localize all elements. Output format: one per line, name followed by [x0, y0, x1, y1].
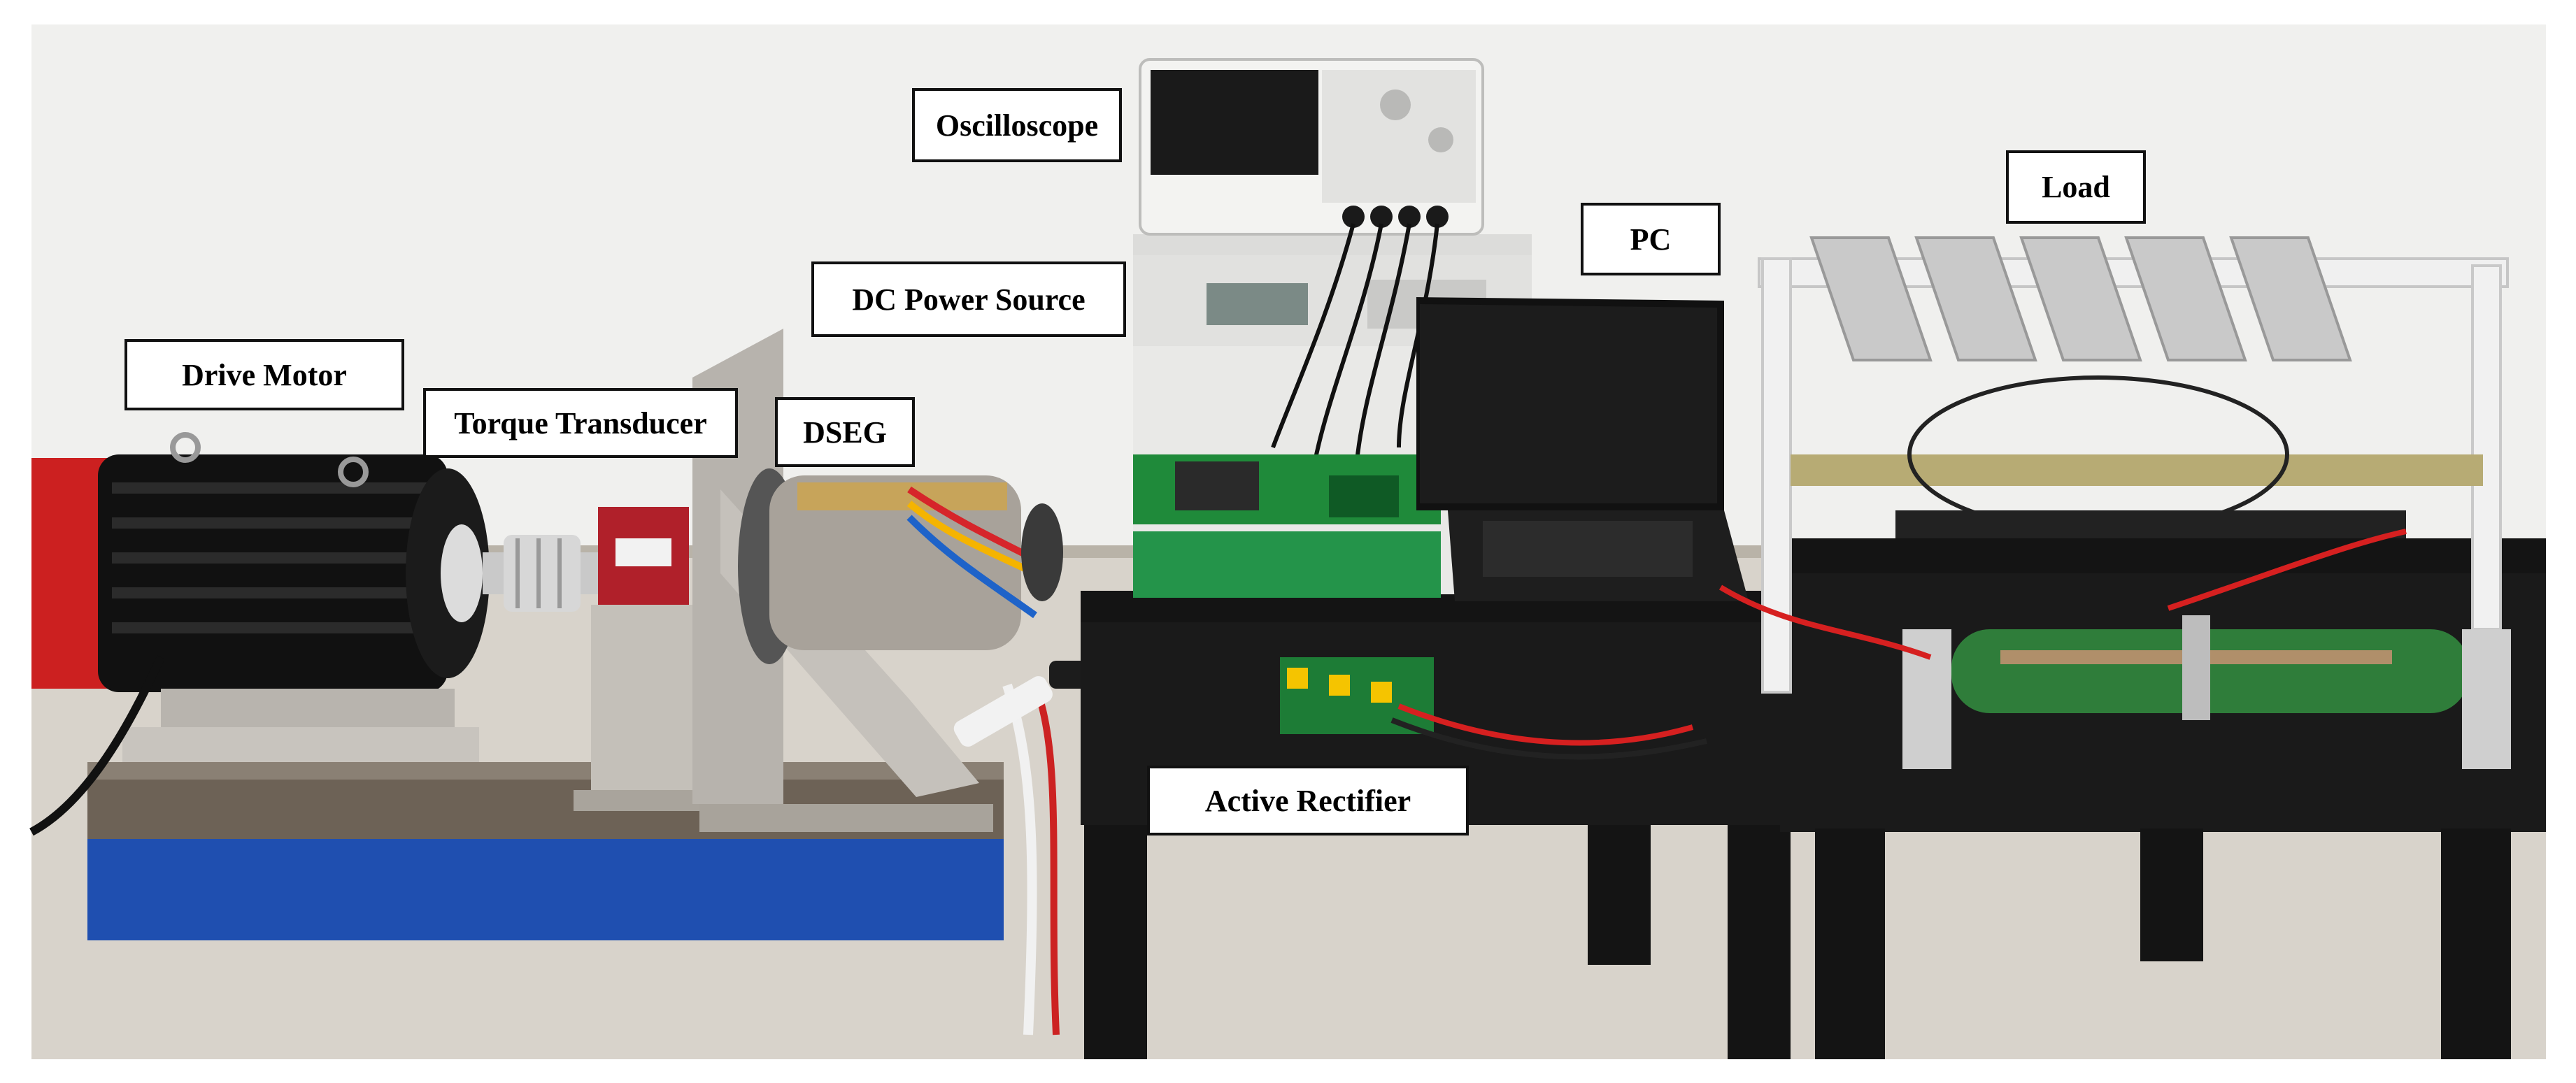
label-drive-motor: Drive Motor: [124, 339, 404, 410]
probe-cable: [1271, 223, 1355, 449]
label-torque-transducer: Torque Transducer: [423, 388, 738, 458]
motor-mount: [161, 689, 455, 731]
cable-bundle: [1032, 684, 1060, 1035]
oscilloscope-knob: [1380, 89, 1411, 120]
load-rack-post: [1761, 257, 1792, 694]
load-cable-red: [2167, 529, 2407, 611]
dc-power-source-top: [1133, 234, 1532, 255]
right-table-top: [1780, 538, 2546, 573]
resistor-tap-clamp: [2182, 615, 2210, 720]
laptop-screen-glass: [1420, 304, 1717, 503]
dseg-rear-cap: [1021, 503, 1063, 601]
dc-power-source-display: [1207, 283, 1308, 325]
resistor-bracket: [2462, 629, 2511, 769]
transducer-stand: [591, 605, 696, 808]
drive-motor-fin: [112, 517, 434, 529]
lifting-eye: [338, 457, 369, 487]
drive-motor-shaft-face: [441, 524, 483, 622]
connector-yellow: [1287, 668, 1308, 689]
oscilloscope-bnc: [1398, 206, 1421, 228]
cable-bundle: [1002, 683, 1037, 1035]
lifting-eye: [170, 432, 201, 463]
right-table-leg: [1815, 829, 1885, 1059]
oscilloscope-knob: [1428, 127, 1453, 152]
label-dseg: DSEG: [775, 397, 915, 467]
load-cable-red: [1718, 584, 1932, 660]
power-cable-black: [1390, 717, 1707, 760]
label-pc: PC: [1581, 203, 1721, 275]
right-table-leg: [2140, 829, 2203, 961]
load-resistor-bar: [2124, 236, 2247, 361]
load-resistor-bar: [2019, 236, 2142, 361]
right-table-leg: [2441, 829, 2511, 1059]
oscilloscope-bnc: [1342, 206, 1365, 228]
oscilloscope-bnc: [1426, 206, 1449, 228]
table-leg: [1728, 825, 1791, 1059]
connector-yellow: [1371, 682, 1392, 703]
oscilloscope-bnc: [1370, 206, 1393, 228]
control-board-chip: [1175, 461, 1259, 510]
oscilloscope-screen: [1151, 70, 1318, 175]
fan-base: [1895, 510, 2406, 538]
motor-mount-foot: [122, 727, 479, 762]
load-rack-rail: [1791, 454, 2483, 486]
dseg-wire: [907, 486, 1037, 563]
connector-yellow: [1329, 675, 1350, 696]
power-cable-red: [1397, 703, 1694, 746]
probe-handle: [953, 676, 1053, 747]
label-load: Load: [2006, 150, 2146, 224]
load-rack-post: [2471, 264, 2502, 631]
load-resistor-bar: [2229, 236, 2352, 361]
table-leg: [1084, 825, 1147, 1059]
drive-motor-fin: [112, 587, 434, 598]
base-plate-edge: [87, 762, 1004, 780]
probe-cable: [1313, 223, 1383, 462]
load-resistors: [1809, 236, 2352, 361]
probe-cable: [1397, 223, 1439, 448]
drive-motor-fin: [112, 482, 434, 494]
table-leg: [1588, 825, 1651, 965]
coupling: [504, 535, 581, 612]
load-resistor-bar: [1914, 236, 2037, 361]
rectifier-board-middle: [1133, 531, 1441, 598]
label-dc-power-source: DC Power Source: [811, 261, 1126, 337]
load-resistor-bar: [1809, 236, 1933, 361]
drive-motor-fin: [112, 552, 434, 564]
laptop-keyboard: [1483, 521, 1693, 577]
blue-base-platform: [87, 835, 1004, 940]
motor-cable: [29, 655, 165, 836]
probe-cable: [1355, 223, 1411, 462]
control-board-module: [1329, 475, 1399, 517]
label-active-rectifier: Active Rectifier: [1147, 766, 1469, 835]
torque-transducer-label: [615, 538, 671, 566]
dseg-base: [699, 804, 993, 832]
transducer-stand-foot: [574, 790, 713, 811]
dseg-wire: [906, 515, 1037, 619]
drive-motor-fin: [112, 622, 434, 633]
label-oscilloscope: Oscilloscope: [912, 88, 1122, 162]
dseg-windings: [797, 482, 1007, 510]
